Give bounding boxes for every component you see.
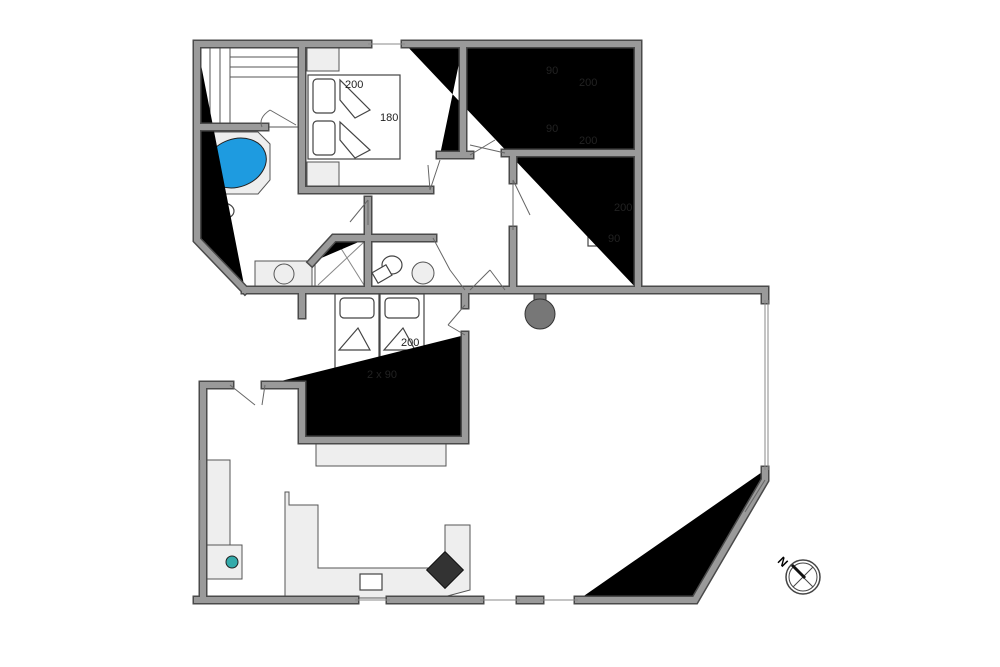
bed-dimension: 200 bbox=[345, 79, 363, 91]
bed-dimension: 200 bbox=[579, 135, 597, 147]
bed-dimension: 90 bbox=[608, 233, 620, 245]
sink bbox=[411, 261, 435, 285]
windows bbox=[199, 43, 769, 601]
bed-dimension: 200 bbox=[401, 337, 419, 349]
appliances bbox=[205, 459, 243, 580]
bed-dimension: 2 x 90 bbox=[367, 369, 397, 381]
sauna bbox=[199, 46, 299, 128]
walls bbox=[197, 44, 765, 600]
bed-dimension: 90 bbox=[546, 65, 558, 77]
toilet bbox=[371, 255, 403, 285]
bed-dimension-labels: 200 180 90 200 90 200 200 90 200 2 x 90 bbox=[345, 65, 632, 381]
bed-dimension: 200 bbox=[614, 202, 632, 214]
bed-dimension: 200 bbox=[579, 77, 597, 89]
doors bbox=[229, 109, 766, 513]
wood-stove bbox=[524, 291, 556, 330]
master-bed bbox=[306, 46, 401, 187]
bed-dimension: 180 bbox=[380, 112, 398, 124]
bed-dimension: 90 bbox=[546, 123, 558, 135]
kitchen-counter bbox=[284, 491, 471, 599]
kitchen-sink bbox=[359, 573, 383, 591]
sink bbox=[254, 260, 313, 288]
sofa bbox=[315, 441, 447, 467]
compass: N bbox=[775, 554, 821, 595]
